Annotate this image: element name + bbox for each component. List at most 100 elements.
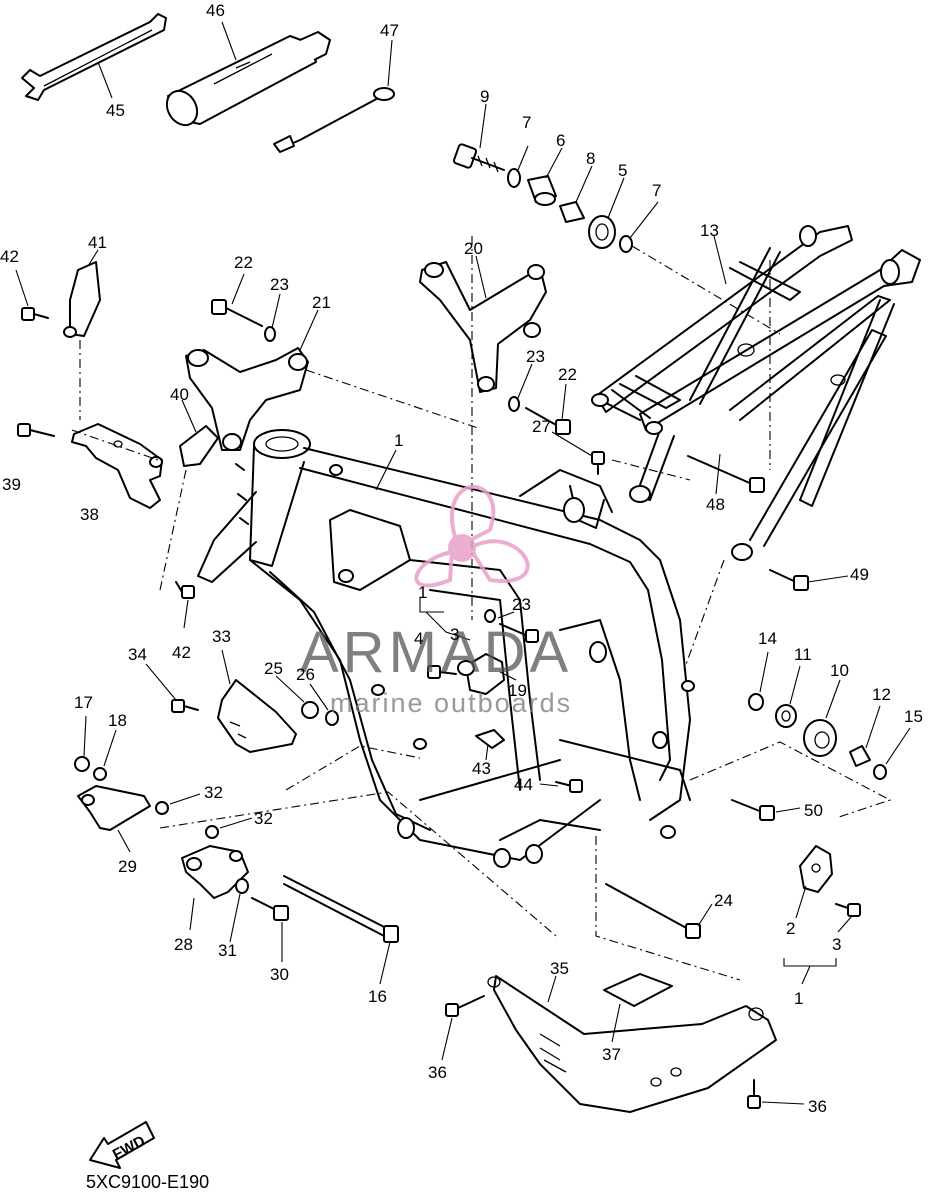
callout-1a[interactable]: 1 [394, 431, 403, 450]
washer-15[interactable] [873, 764, 887, 780]
callout-35[interactable]: 35 [550, 959, 569, 978]
callout-8[interactable]: 8 [586, 149, 595, 168]
washer-23b[interactable] [508, 396, 520, 412]
callout-5[interactable]: 5 [618, 161, 627, 180]
callout-9[interactable]: 9 [480, 87, 489, 106]
washer-31[interactable] [235, 878, 249, 894]
callout-36a[interactable]: 36 [428, 1063, 447, 1082]
callout-26[interactable]: 26 [296, 665, 315, 684]
callout-34[interactable]: 34 [128, 645, 147, 664]
washer-7b[interactable] [619, 235, 633, 253]
tool-wrench-45[interactable] [21, 13, 167, 101]
nut-32a[interactable] [155, 801, 169, 815]
callout-2[interactable]: 2 [786, 919, 795, 938]
callout-12[interactable]: 12 [872, 685, 891, 704]
callout-13[interactable]: 13 [700, 221, 719, 240]
clamp-43[interactable] [475, 729, 505, 749]
washer-18[interactable] [93, 767, 107, 781]
bracket-29[interactable] [77, 785, 151, 831]
nut-25[interactable] [301, 701, 319, 719]
callout-15[interactable]: 15 [904, 707, 923, 726]
bolt-36a[interactable] [445, 995, 485, 1017]
callout-16[interactable]: 16 [368, 987, 387, 1006]
bracket-28[interactable] [181, 845, 249, 899]
bracket-21[interactable] [185, 347, 309, 451]
main-frame-1[interactable] [197, 429, 695, 868]
callout-20[interactable]: 20 [464, 239, 483, 258]
callout-33[interactable]: 33 [212, 627, 231, 646]
bolt-44[interactable] [555, 779, 583, 793]
shaft-16[interactable] [283, 875, 399, 943]
bolt-3b[interactable] [835, 903, 861, 917]
callout-22b[interactable]: 22 [558, 365, 577, 384]
callout-23b[interactable]: 23 [526, 347, 545, 366]
rear-subframe-13[interactable] [591, 225, 921, 561]
bolt-23c[interactable] [499, 623, 539, 643]
bolt-42a[interactable] [21, 307, 49, 321]
pad-37[interactable] [603, 973, 673, 1007]
callout-29[interactable]: 29 [118, 857, 137, 876]
callout-23a[interactable]: 23 [270, 275, 289, 294]
washer-26[interactable] [325, 710, 339, 726]
washer-23a[interactable] [264, 326, 276, 342]
callout-41[interactable]: 41 [88, 233, 107, 252]
callout-18[interactable]: 18 [108, 711, 127, 730]
bolt-42b[interactable] [175, 581, 195, 599]
callout-30[interactable]: 30 [270, 965, 289, 984]
callout-48[interactable]: 48 [706, 495, 725, 514]
callout-25[interactable]: 25 [264, 659, 283, 678]
callout-44[interactable]: 44 [514, 775, 533, 794]
callout-37[interactable]: 37 [602, 1045, 621, 1064]
callout-6[interactable]: 6 [556, 131, 565, 150]
bolt-4[interactable] [427, 665, 457, 679]
callout-14[interactable]: 14 [758, 629, 777, 648]
callout-19[interactable]: 19 [508, 681, 527, 700]
bolt-49[interactable] [769, 569, 809, 591]
callout-46[interactable]: 46 [206, 1, 225, 20]
bolt-48[interactable] [687, 455, 765, 493]
callout-45[interactable]: 45 [106, 101, 125, 120]
callout-10[interactable]: 10 [830, 661, 849, 680]
shaft-24[interactable] [605, 883, 701, 939]
nut-32b[interactable] [205, 825, 219, 839]
cover-41[interactable] [63, 261, 101, 338]
bolt-22b[interactable] [525, 407, 571, 435]
bolt-27[interactable] [591, 451, 605, 475]
bolt-9[interactable] [452, 143, 505, 173]
cover-33[interactable] [217, 679, 297, 753]
callout-22a[interactable]: 22 [234, 253, 253, 272]
callout-24[interactable]: 24 [714, 891, 733, 910]
callout-7a[interactable]: 7 [522, 113, 531, 132]
bolt-50[interactable] [731, 799, 775, 821]
callout-32a[interactable]: 32 [204, 783, 223, 802]
callout-42a[interactable]: 42 [0, 247, 19, 266]
bolt-30[interactable] [251, 897, 289, 921]
washer-7a[interactable] [507, 168, 521, 188]
callout-23c[interactable]: 23 [512, 595, 531, 614]
tool-socket-46[interactable] [161, 31, 331, 131]
bearing-5[interactable] [588, 215, 616, 249]
callout-21[interactable]: 21 [312, 293, 331, 312]
callout-40[interactable]: 40 [170, 385, 189, 404]
bolt-22a[interactable] [211, 299, 263, 327]
callout-4[interactable]: 4 [414, 629, 423, 648]
collar-11[interactable] [775, 704, 797, 728]
callout-39[interactable]: 39 [2, 475, 21, 494]
callout-3b[interactable]: 3 [832, 935, 841, 954]
bolt-36b[interactable] [747, 1079, 761, 1109]
nut-17[interactable] [74, 756, 90, 772]
guard-40[interactable] [179, 425, 219, 467]
collar-6[interactable] [527, 175, 557, 206]
callout-17[interactable]: 17 [74, 693, 93, 712]
callout-38[interactable]: 38 [80, 505, 99, 524]
callout-7b[interactable]: 7 [652, 181, 661, 200]
skid-plate-35[interactable] [487, 975, 777, 1113]
callout-49[interactable]: 49 [850, 565, 869, 584]
bracket-20[interactable] [419, 261, 547, 393]
callout-11[interactable]: 11 [794, 645, 812, 664]
plate-1c[interactable] [799, 845, 833, 893]
callout-32b[interactable]: 32 [254, 809, 273, 828]
stay-38[interactable] [71, 423, 163, 509]
tool-handle-47[interactable] [273, 87, 395, 153]
callout-31[interactable]: 31 [218, 941, 237, 960]
